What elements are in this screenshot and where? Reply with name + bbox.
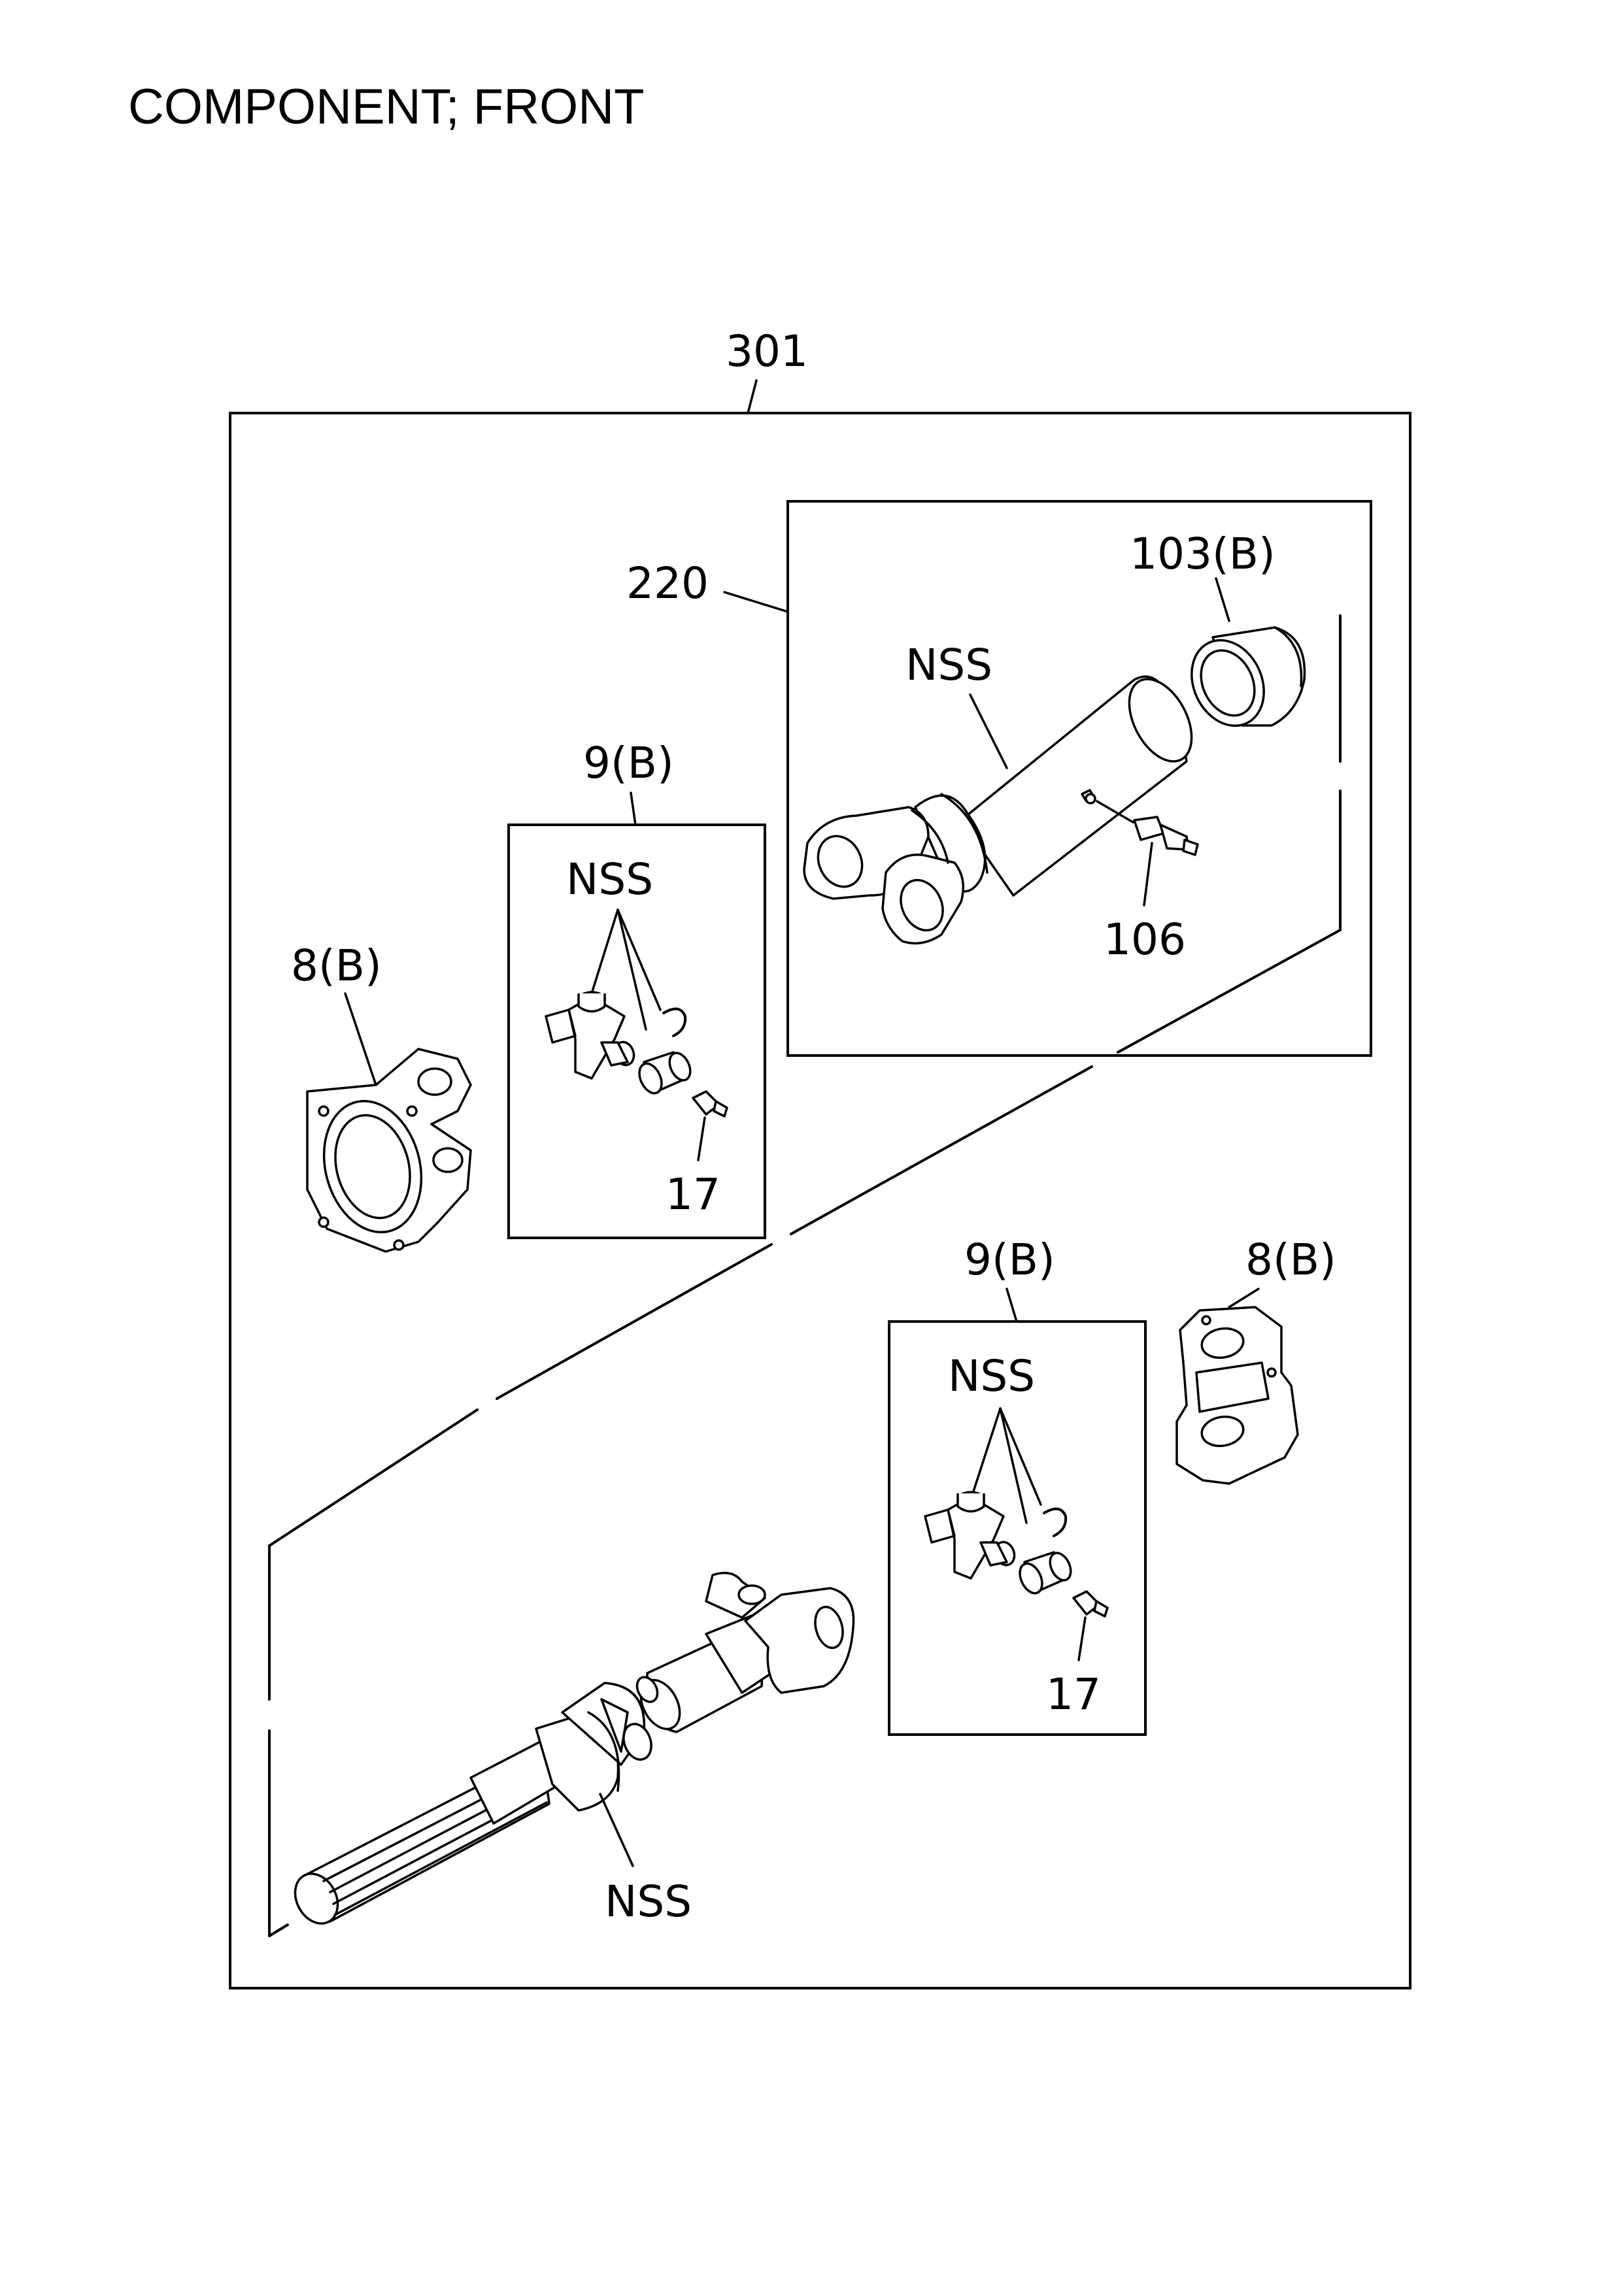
shaft-yoke-ears xyxy=(803,806,965,945)
callout-slip-yoke-nss: NSS xyxy=(605,1876,692,1927)
spider-cross-upper xyxy=(545,991,635,1080)
assembly-frame xyxy=(229,412,1411,1989)
callout-spider-kit-lower-nss: NSS xyxy=(948,1351,1035,1401)
sleeve-boot xyxy=(1191,626,1306,727)
shaft-group-frame xyxy=(786,500,1372,1057)
callout-shaft-group: 220 xyxy=(626,558,709,608)
callout-spider-kit-upper: 9(B) xyxy=(583,738,674,788)
yoke-slip-spline-end xyxy=(635,1571,855,1733)
callout-grease-fitting-shaft: 106 xyxy=(1104,914,1186,965)
propeller-shaft-tube xyxy=(914,675,1193,897)
callout-shaft-nss: NSS xyxy=(905,640,992,690)
callout-flange-yoke-lower: 8(B) xyxy=(1245,1235,1336,1285)
bearing-cup-lower xyxy=(1019,1551,1072,1595)
callout-sleeve: 103(B) xyxy=(1130,529,1276,579)
grease-fitting-upper xyxy=(692,1090,728,1118)
bearing-cup-upper xyxy=(638,1051,692,1095)
callout-spider-kit-upper-nss: NSS xyxy=(566,854,653,905)
spider-cross-lower xyxy=(924,1491,1016,1580)
break-line-upper xyxy=(911,614,1342,1168)
snap-ring-lower xyxy=(1043,1507,1068,1537)
slip-yoke-splined-shaft xyxy=(294,1682,652,1925)
flange-yoke-lower xyxy=(1175,1306,1299,1485)
grease-fitting-lower xyxy=(1072,1590,1109,1618)
flange-yoke-upper xyxy=(306,1048,472,1253)
callout-grease-fitting-upper: 17 xyxy=(666,1169,720,1220)
callout-assembly: 301 xyxy=(726,326,808,376)
snap-ring-upper xyxy=(662,1007,687,1037)
callout-spider-kit-lower: 9(B) xyxy=(964,1235,1055,1285)
callout-grease-fitting-lower: 17 xyxy=(1046,1669,1101,1720)
grease-fitting-shaft xyxy=(1085,793,1199,856)
break-line-lower xyxy=(268,1165,913,1937)
page-title: COMPONENT; FRONT xyxy=(128,79,645,135)
spider-kit-upper-frame xyxy=(507,824,766,1239)
callout-flange-yoke-upper: 8(B) xyxy=(291,940,382,991)
